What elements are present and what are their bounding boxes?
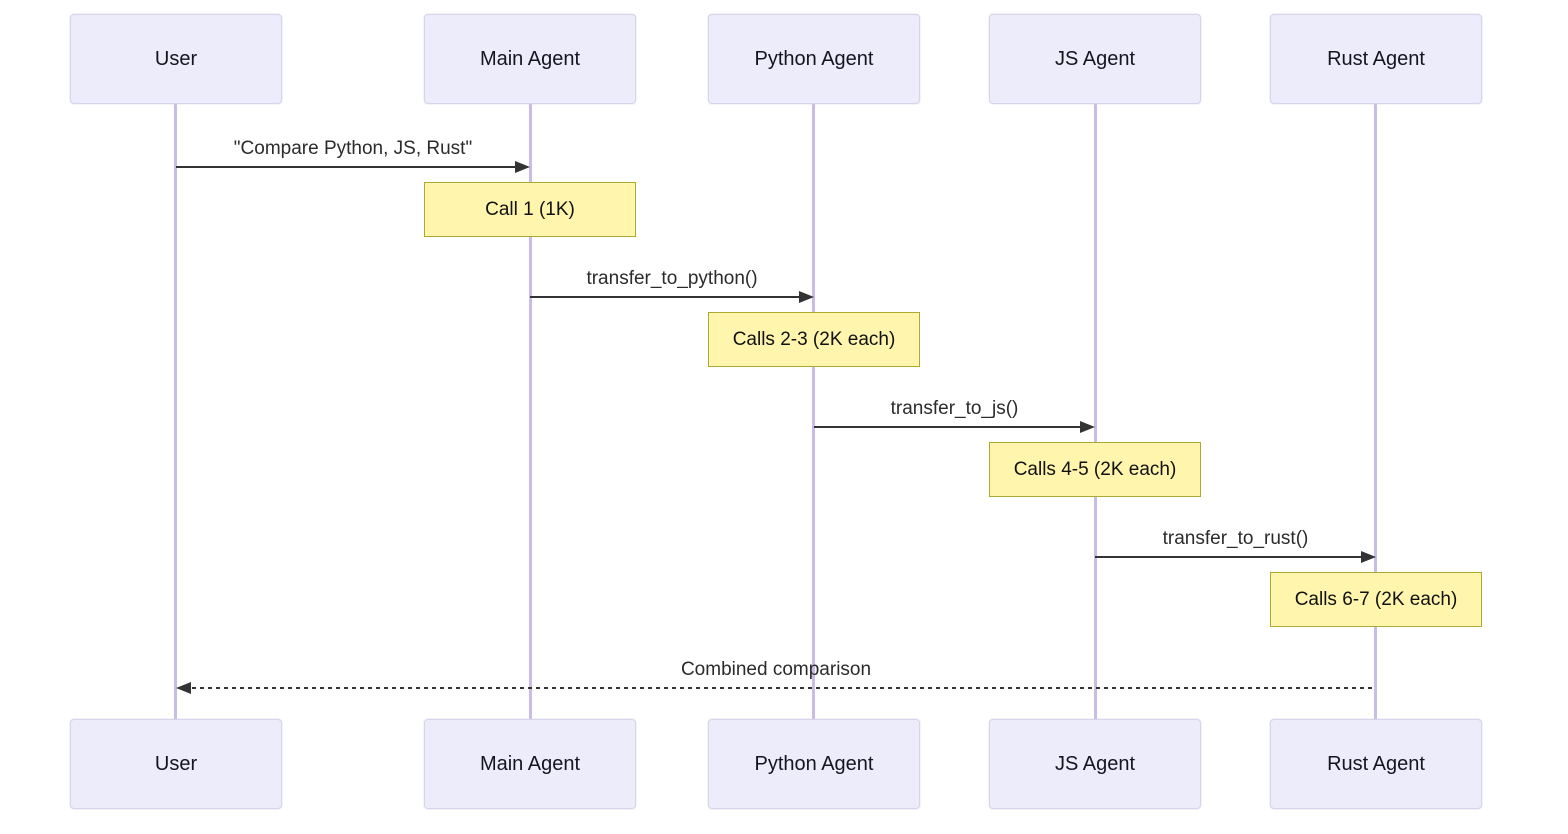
actor-label: User	[154, 752, 198, 775]
lifeline-main-agent	[529, 104, 532, 719]
actor-top-main-agent: Main Agent	[424, 14, 636, 104]
message-label-transfer-js: transfer_to_js()	[890, 398, 1019, 419]
lifeline-rust-agent	[1374, 104, 1377, 719]
arrowhead-right-icon	[1080, 421, 1095, 433]
actor-label: User	[154, 47, 198, 70]
note-label: Calls 6-7 (2K each)	[1294, 588, 1458, 610]
actor-bottom-main-agent: Main Agent	[424, 719, 636, 809]
arrowhead-left-icon	[176, 682, 191, 694]
actor-label: JS Agent	[1054, 752, 1136, 775]
arrowhead-right-icon	[1361, 551, 1376, 563]
actor-bottom-js-agent: JS Agent	[989, 719, 1201, 809]
note-calls-6-7: Calls 6-7 (2K each)	[1270, 572, 1482, 627]
message-line-combined-comparison	[192, 687, 1376, 689]
message-label-transfer-rust: transfer_to_rust()	[1162, 528, 1309, 549]
note-calls-2-3: Calls 2-3 (2K each)	[708, 312, 920, 367]
actor-label: Python Agent	[754, 47, 874, 70]
actor-bottom-user: User	[70, 719, 282, 809]
message-line-compare	[176, 166, 516, 168]
lifeline-js-agent	[1094, 104, 1097, 719]
message-label-combined-comparison: Combined comparison	[680, 659, 872, 680]
arrowhead-right-icon	[515, 161, 530, 173]
actor-top-js-agent: JS Agent	[989, 14, 1201, 104]
note-calls-4-5: Calls 4-5 (2K each)	[989, 442, 1201, 497]
actor-label: Main Agent	[479, 47, 581, 70]
actor-top-user: User	[70, 14, 282, 104]
note-label: Calls 4-5 (2K each)	[1013, 458, 1177, 480]
message-line-transfer-rust	[1095, 556, 1362, 558]
lifeline-user	[174, 104, 177, 719]
actor-bottom-python-agent: Python Agent	[708, 719, 920, 809]
actor-top-python-agent: Python Agent	[708, 14, 920, 104]
actor-label: Rust Agent	[1327, 752, 1425, 775]
actor-label: Main Agent	[479, 752, 581, 775]
note-label: Call 1 (1K)	[485, 198, 575, 220]
actor-label: Rust Agent	[1327, 47, 1425, 70]
message-label-compare: "Compare Python, JS, Rust"	[233, 138, 473, 159]
actor-label: JS Agent	[1054, 47, 1136, 70]
message-label-transfer-python: transfer_to_python()	[586, 268, 758, 289]
note-label: Calls 2-3 (2K each)	[732, 328, 896, 350]
actor-label: Python Agent	[754, 752, 874, 775]
arrowhead-right-icon	[799, 291, 814, 303]
lifeline-python-agent	[812, 104, 815, 719]
note-call-1: Call 1 (1K)	[424, 182, 636, 237]
message-line-transfer-python	[530, 296, 800, 298]
message-line-transfer-js	[814, 426, 1081, 428]
actor-bottom-rust-agent: Rust Agent	[1270, 719, 1482, 809]
actor-top-rust-agent: Rust Agent	[1270, 14, 1482, 104]
